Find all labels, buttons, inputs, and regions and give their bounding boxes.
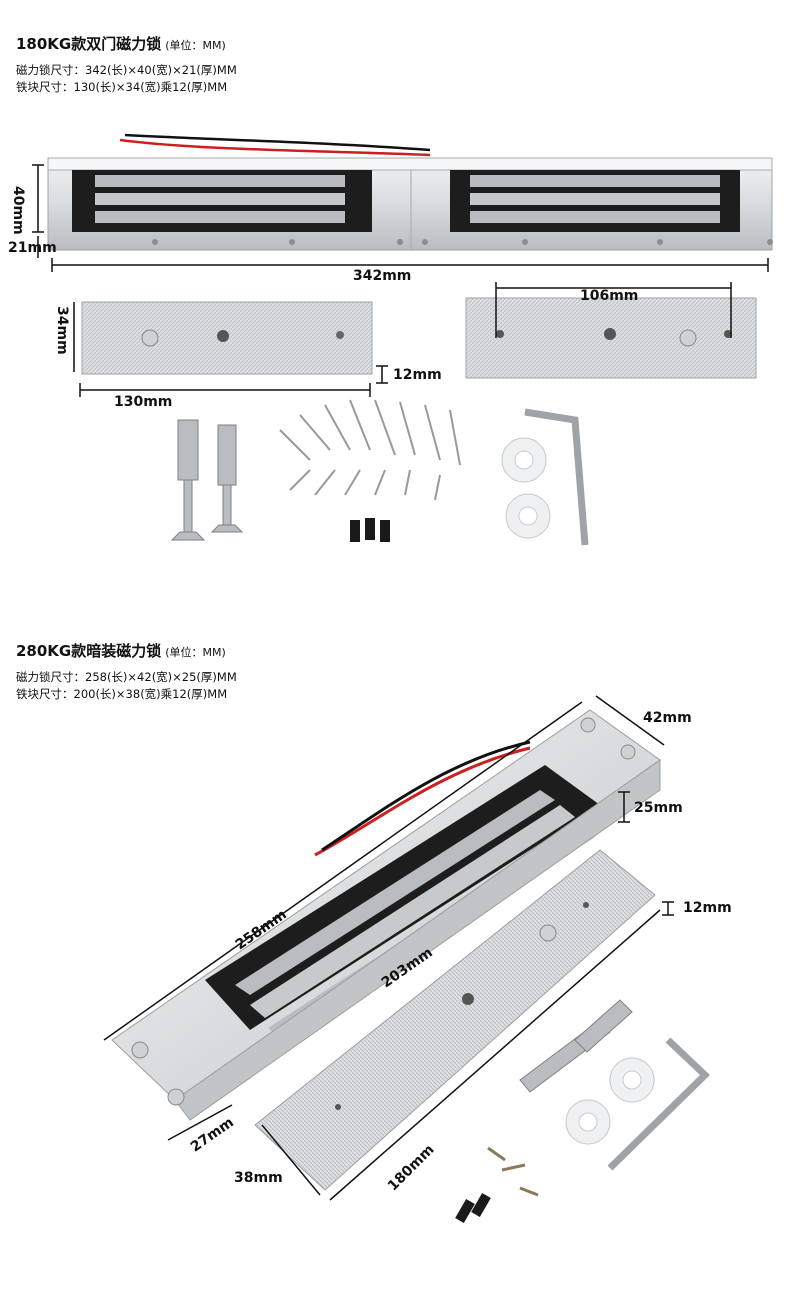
section2-spec-lock: 磁力锁尺寸：258(长)×42(宽)×25(厚)MM xyxy=(16,670,237,684)
wire-caps-2 xyxy=(455,1192,491,1224)
washers-2 xyxy=(565,1057,655,1145)
section2-unit: (单位：MM) xyxy=(165,646,226,659)
dim-plate-width: 34mm xyxy=(54,306,70,355)
section2-spec-plate: 铁块尺寸：200(长)×38(宽)乘12(厚)MM xyxy=(16,687,228,701)
wire-caps xyxy=(350,518,390,542)
hex-key-2 xyxy=(607,1037,711,1171)
washers xyxy=(501,437,551,539)
section-180kg: 180KG款双门磁力锁(单位：MM) 磁力锁尺寸：342(长)×40(宽)×21… xyxy=(0,0,790,580)
dim-height: 25mm xyxy=(634,800,683,816)
screws xyxy=(279,399,461,501)
wire-black xyxy=(124,133,431,152)
wire-red-2 xyxy=(314,746,531,857)
section1-unit: (单位：MM) xyxy=(165,39,226,52)
section-280kg: 280KG款暗装磁力锁(单位：MM) 磁力锁尺寸：258(长)×42(宽)×25… xyxy=(0,600,790,1314)
dim-lock-width: 40mm xyxy=(10,186,26,235)
section1-title-text: 180KG款双门磁力锁 xyxy=(16,35,162,53)
section2-title: 280KG款暗装磁力锁(单位：MM) xyxy=(16,640,226,661)
dim-hole-spacing: 106mm xyxy=(580,288,639,304)
mounting-bolt-2 xyxy=(519,999,633,1093)
dim-lock-thickness: 21mm xyxy=(8,240,57,256)
hex-key xyxy=(524,408,589,546)
dim-plate-thickness: 12mm xyxy=(393,367,442,383)
section1-spec-lock: 磁力锁尺寸：342(长)×40(宽)×21(厚)MM xyxy=(16,63,237,77)
wire-black-2 xyxy=(321,740,531,852)
dim-plate-width-2: 38mm xyxy=(234,1170,283,1186)
section1-title: 180KG款双门磁力锁(单位：MM) xyxy=(16,33,226,54)
mounting-bolts xyxy=(170,419,244,541)
dim-width: 42mm xyxy=(643,710,692,726)
screws-2 xyxy=(487,1146,539,1197)
wire-red xyxy=(119,138,431,157)
dim-lock-length: 342mm xyxy=(353,268,412,284)
dim-plate-thickness-2: 12mm xyxy=(683,900,732,916)
dim-plate-length: 130mm xyxy=(114,394,173,410)
section1-spec-plate: 铁块尺寸：130(长)×34(宽)乘12(厚)MM xyxy=(16,80,228,94)
section2-title-text: 280KG款暗装磁力锁 xyxy=(16,642,162,660)
section1-illustration xyxy=(32,133,773,546)
section2-illustration xyxy=(103,695,711,1224)
